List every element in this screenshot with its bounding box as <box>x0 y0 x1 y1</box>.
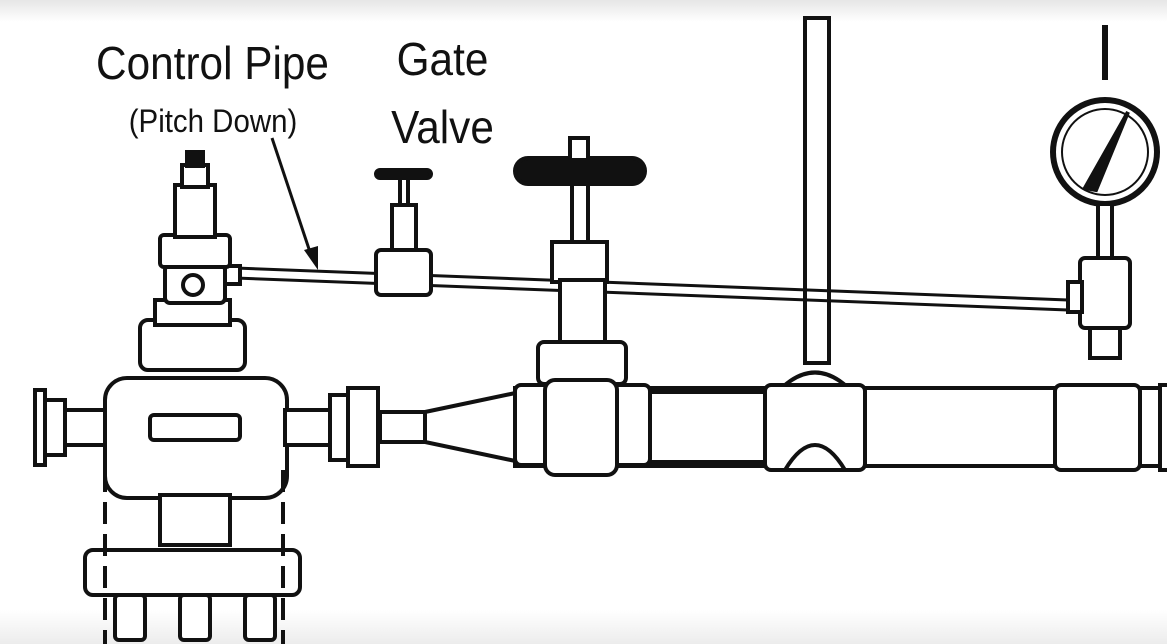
pressure-gauge <box>1050 25 1160 360</box>
pressure-regulator <box>33 150 380 644</box>
valve-label: Valve <box>391 101 494 153</box>
control-pipe <box>234 266 1069 312</box>
gate-label: Gate <box>396 33 489 85</box>
pitch-down-label: (Pitch Down) <box>128 103 298 139</box>
control-pipe-label: Control Pipe <box>96 37 329 89</box>
main-pipe <box>378 370 1167 472</box>
gate-valve <box>513 136 652 477</box>
small-gate-valve <box>374 168 433 297</box>
pointer-arrow <box>270 137 318 270</box>
vertical-pipe <box>803 16 831 365</box>
